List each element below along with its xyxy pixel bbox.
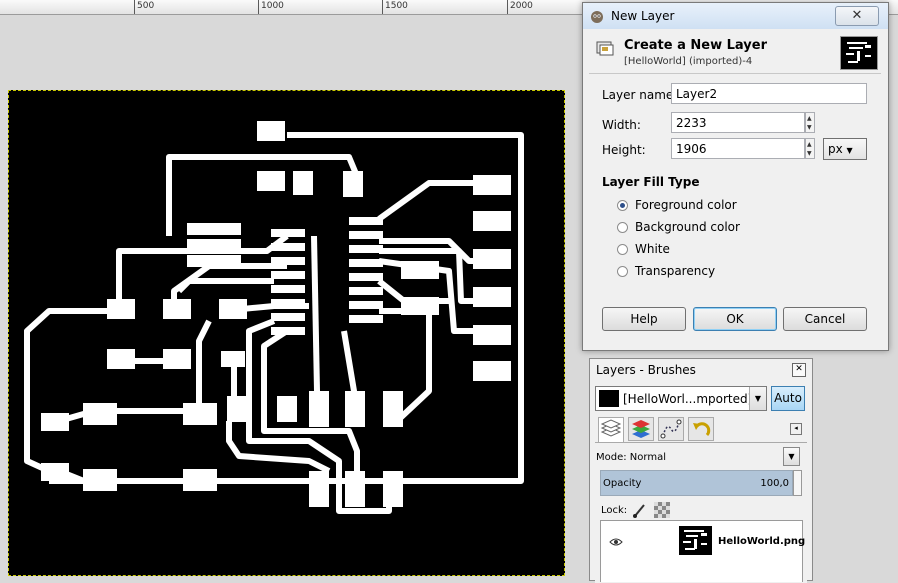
lock-label: Lock: xyxy=(601,505,628,516)
ruler-label-1500: 1500 xyxy=(385,1,408,11)
layer-thumbnail xyxy=(679,526,712,555)
radio-foreground-color[interactable] xyxy=(617,200,628,211)
image-thumbnail xyxy=(599,390,619,407)
pcb-image[interactable] xyxy=(8,90,565,576)
fill-option-label[interactable]: White xyxy=(635,242,670,256)
undo-tab-icon xyxy=(693,422,711,437)
image-thumbnail xyxy=(840,36,878,70)
width-spinner[interactable]: ▲▼ xyxy=(805,112,815,133)
channels-tab-icon xyxy=(632,420,650,438)
layer-name: HelloWorld.png xyxy=(718,536,806,547)
width-label: Width: xyxy=(602,118,641,132)
image-selector-value: [HelloWorl...mported]-4 xyxy=(623,392,765,406)
tab-undo-history[interactable] xyxy=(688,417,714,441)
height-label: Height: xyxy=(602,143,646,157)
chevron-down-icon: ▼ xyxy=(846,146,853,155)
ruler-tick xyxy=(507,0,508,14)
dialog-title-bar[interactable]: New Layer ✕ xyxy=(583,3,888,29)
ruler-label-2000: 2000 xyxy=(510,1,533,11)
tab-layers[interactable] xyxy=(598,417,624,443)
paths-tab-icon xyxy=(660,419,682,439)
fill-type-title: Layer Fill Type xyxy=(602,175,700,189)
opacity-spinner[interactable] xyxy=(793,470,802,496)
chevron-down-icon[interactable]: ▼ xyxy=(783,447,800,466)
layers-tab-icon xyxy=(600,419,622,437)
new-layer-icon xyxy=(596,41,614,56)
dialog-subheading: [HelloWorld] (imported)-4 xyxy=(624,56,753,67)
opacity-label: Opacity xyxy=(603,478,642,489)
help-button[interactable]: Help xyxy=(602,307,686,331)
radio-transparency[interactable] xyxy=(617,266,628,277)
close-button[interactable]: ✕ xyxy=(835,6,879,26)
pcb-traces-artwork xyxy=(24,121,524,514)
dock-title: Layers - Brushes xyxy=(596,363,696,377)
new-layer-dialog[interactable]: New Layer ✕ Create a New Layer [HelloWor… xyxy=(582,2,889,351)
radio-background-color[interactable] xyxy=(617,222,628,233)
layers-dock[interactable]: Layers - Brushes ✕ [HelloWorl...mported]… xyxy=(589,358,813,583)
tab-menu-button[interactable]: ◂ xyxy=(790,423,802,435)
unit-select[interactable]: px ▼ xyxy=(823,138,867,160)
tab-channels[interactable] xyxy=(628,417,654,441)
ruler-tick xyxy=(382,0,383,14)
close-icon: ✕ xyxy=(795,364,803,374)
cancel-button[interactable]: Cancel xyxy=(783,307,867,331)
divider xyxy=(589,73,881,74)
dock-close-button[interactable]: ✕ xyxy=(792,363,806,377)
unit-value: px xyxy=(828,142,843,156)
chevron-down-icon[interactable]: ▼ xyxy=(749,387,766,410)
tab-paths[interactable] xyxy=(658,417,684,441)
auto-button[interactable]: Auto xyxy=(771,386,805,411)
ruler-tick xyxy=(134,0,135,14)
gimp-icon xyxy=(591,11,603,23)
mode-select[interactable]: Mode: Normal xyxy=(596,452,666,463)
ok-button[interactable]: OK xyxy=(693,307,777,331)
height-input[interactable] xyxy=(671,138,805,159)
radio-white[interactable] xyxy=(617,244,628,255)
ruler-label-500: 500 xyxy=(137,1,155,11)
dialog-heading: Create a New Layer xyxy=(624,38,767,53)
layer-name-input[interactable] xyxy=(671,83,867,104)
fill-option-label[interactable]: Foreground color xyxy=(635,198,737,212)
eye-icon[interactable] xyxy=(609,537,623,547)
height-spinner[interactable]: ▲▼ xyxy=(805,138,815,159)
layer-list[interactable]: HelloWorld.png xyxy=(600,520,806,582)
image-selector[interactable]: [HelloWorl...mported]-4 ▼ xyxy=(595,386,767,411)
fill-option-label[interactable]: Background color xyxy=(635,220,740,234)
brush-lock-icon[interactable] xyxy=(632,502,648,518)
opacity-value: 100,0 xyxy=(760,478,789,489)
fill-option-label[interactable]: Transparency xyxy=(635,264,716,278)
opacity-slider[interactable]: Opacity 100,0 xyxy=(600,470,793,496)
layer-name-label: Layer name: xyxy=(602,88,678,102)
close-icon: ✕ xyxy=(851,8,863,23)
ruler-tick xyxy=(258,0,259,14)
alpha-lock-icon[interactable] xyxy=(654,502,670,518)
width-input[interactable] xyxy=(671,112,805,133)
dialog-window-title: New Layer xyxy=(611,9,675,23)
ruler-label-1000: 1000 xyxy=(261,1,284,11)
